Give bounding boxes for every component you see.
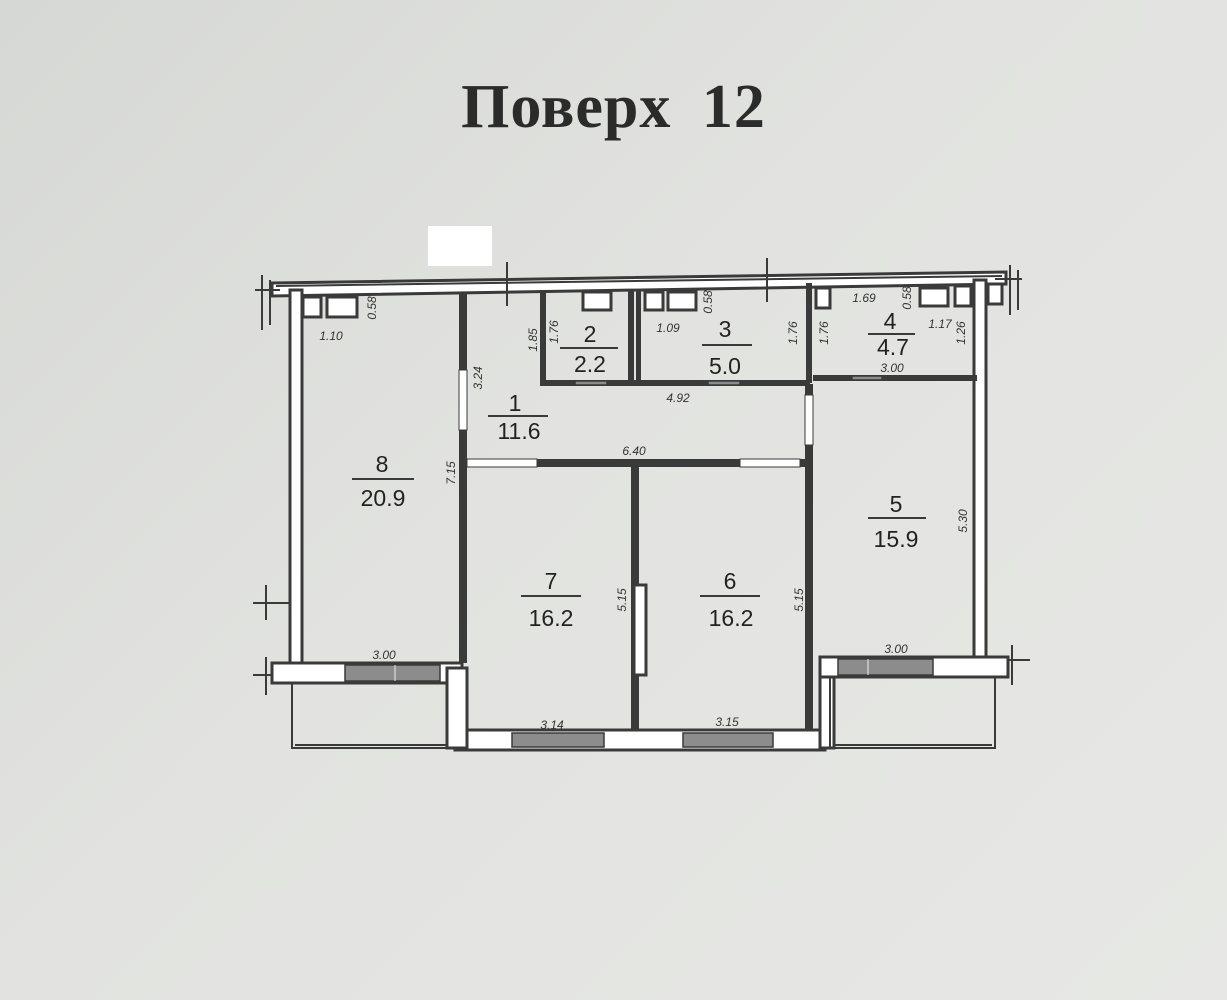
dimension-label: 1.17 — [928, 317, 953, 331]
balcony-right-railing — [829, 677, 996, 749]
right-exterior-wall — [972, 278, 988, 667]
door-room6 — [739, 458, 801, 468]
vent-block-d — [643, 290, 665, 312]
dimension-label: 5.15 — [615, 588, 629, 612]
room-number: 4 — [884, 308, 897, 334]
room-number: 2 — [584, 321, 597, 347]
dimension-label: 5.30 — [956, 509, 970, 533]
vent-room2 — [574, 380, 608, 386]
dimension-label: 0.58 — [365, 296, 379, 320]
vent-block-e — [666, 290, 698, 312]
break-marker-top-right — [995, 265, 1022, 315]
room-label-4: 4 4.7 — [868, 308, 915, 360]
bottom-right-pier — [818, 666, 836, 750]
room-area: 16.2 — [709, 605, 754, 631]
partition-room2-west — [540, 290, 546, 385]
dimension-label: 1.76 — [817, 321, 831, 345]
room-area: 2.2 — [574, 351, 606, 377]
dimension-label: 0.58 — [900, 286, 914, 310]
page-title: Поверх 12 — [461, 73, 766, 141]
room-area: 5.0 — [709, 353, 741, 379]
room-area: 20.9 — [361, 485, 406, 511]
window-room5 — [837, 658, 934, 676]
room-number: 5 — [890, 491, 903, 517]
break-marker-top-left — [255, 275, 280, 330]
dimension-label: 3.00 — [884, 642, 908, 656]
dimension-label: 1.69 — [852, 291, 876, 305]
room-area: 4.7 — [877, 334, 909, 360]
room-number: 3 — [719, 316, 732, 342]
dimension-label: 1.26 — [954, 321, 968, 345]
dimension-label: 3.00 — [880, 361, 904, 375]
dimension-label: 5.15 — [792, 588, 806, 612]
partition-room6-east — [805, 384, 813, 729]
redaction-patch — [428, 226, 492, 266]
room-number: 1 — [509, 390, 522, 416]
room-label-7: 7 16.2 — [521, 568, 581, 631]
dimension-label: 0.58 — [701, 290, 715, 314]
room-area: 11.6 — [497, 418, 540, 444]
break-marker-mid-left — [253, 585, 292, 620]
vent-block-i — [814, 286, 832, 310]
room-label-1: 1 11.6 — [488, 390, 548, 444]
dimension-label: 3.15 — [715, 715, 739, 729]
top-wall-inner-line — [275, 275, 1003, 287]
partition-room3-west — [636, 290, 641, 385]
partition-room4-south — [813, 375, 977, 381]
left-exterior-wall — [288, 288, 304, 670]
vent-block-c — [581, 290, 613, 312]
vent-block-a — [301, 295, 323, 319]
vent-block-g — [953, 284, 973, 308]
window-room8 — [344, 664, 441, 682]
partition-room8-east — [459, 293, 467, 663]
door-room8 — [458, 369, 468, 431]
partition-corridor-south — [467, 459, 812, 467]
room-number: 7 — [545, 568, 558, 594]
room-number: 6 — [724, 568, 737, 594]
partition-room3-room4 — [806, 283, 812, 383]
dimension-label: 1.76 — [547, 320, 561, 344]
door-room5 — [804, 394, 814, 446]
balcony-left-railing — [291, 683, 453, 749]
dimension-label: 7.15 — [444, 461, 458, 485]
room-label-3: 3 5.0 — [702, 316, 752, 379]
bottom-left-pier — [445, 666, 469, 750]
dimension-label: 4.92 — [666, 391, 690, 405]
room-label-8: 8 20.9 — [352, 451, 414, 511]
dimension-label: 3.14 — [540, 718, 564, 732]
window-room6 — [682, 732, 774, 748]
vent-block-f — [918, 286, 950, 308]
vent-room4 — [851, 375, 883, 381]
room-label-6: 6 16.2 — [700, 568, 760, 631]
room-area: 15.9 — [874, 526, 919, 552]
dimension-label: 1.10 — [319, 329, 343, 343]
door-room7 — [466, 458, 538, 468]
partition-room2-room3 — [628, 290, 634, 385]
dimension-label: 1.09 — [656, 321, 680, 335]
room-area: 16.2 — [529, 605, 574, 631]
dimension-label: 1.85 — [526, 328, 540, 352]
dimension-label: 3.24 — [471, 366, 485, 390]
vent-block-h — [986, 282, 1004, 306]
room-label-2: 2 2.2 — [560, 321, 618, 377]
dimension-label: 6.40 — [622, 444, 646, 458]
room-number: 8 — [376, 451, 389, 477]
window-room7 — [511, 732, 605, 748]
vent-room3 — [707, 380, 741, 386]
dimension-label: 3.00 — [372, 648, 396, 662]
partition-wc-south — [540, 380, 810, 386]
vent-block-b — [325, 295, 359, 319]
dimension-label: 1.76 — [786, 321, 800, 345]
partition-room7-room6-opening — [632, 583, 648, 677]
room-label-5: 5 15.9 — [868, 491, 926, 552]
